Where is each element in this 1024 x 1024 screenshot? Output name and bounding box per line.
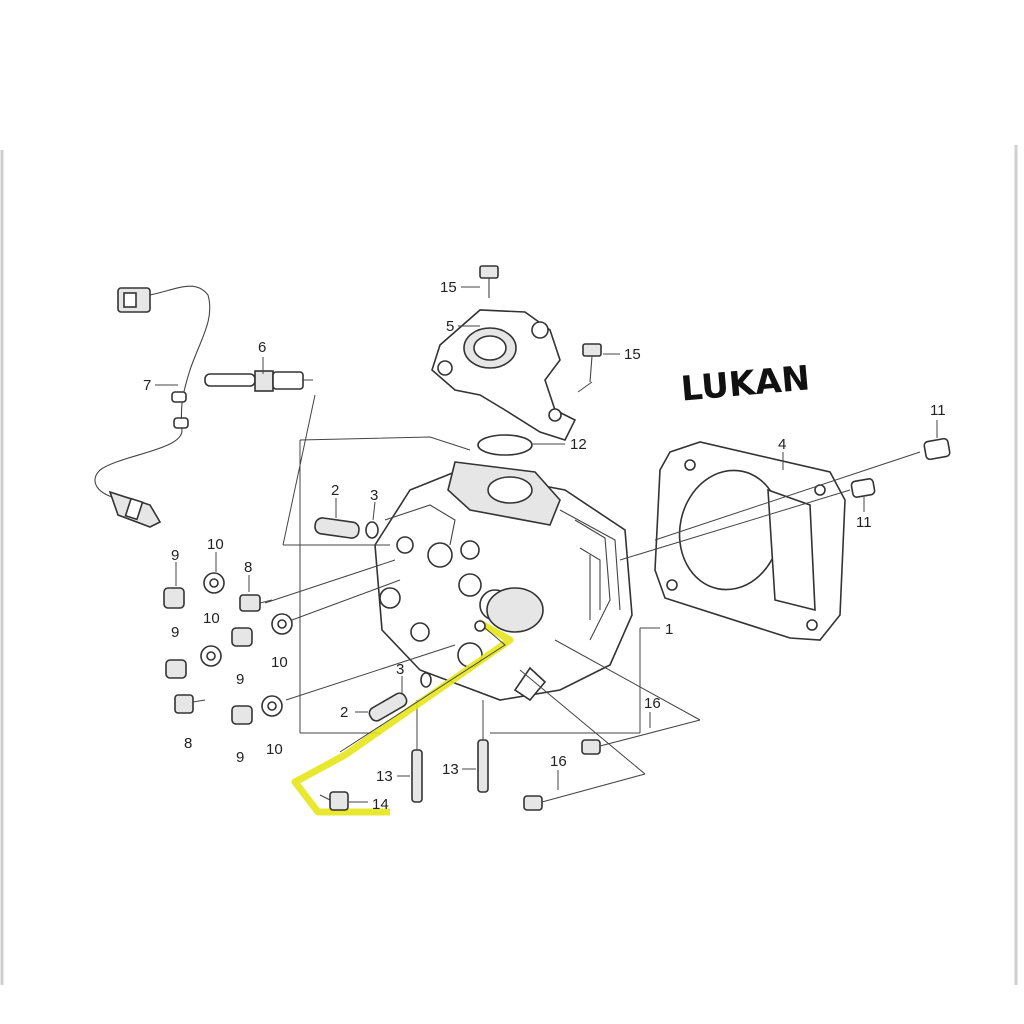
bolt-14 xyxy=(319,791,349,811)
callout-14: 14 xyxy=(372,796,389,813)
callout-9-a: 9 xyxy=(171,547,179,564)
callout-9-c: 9 xyxy=(236,671,244,688)
callout-8-top: 8 xyxy=(244,559,252,576)
callout-5: 5 xyxy=(446,318,454,335)
assembly-bracket xyxy=(299,436,660,734)
dowel-pin-lower xyxy=(850,478,876,498)
long-bolts-16 xyxy=(519,639,701,811)
callout-13-right: 13 xyxy=(442,761,459,778)
callout-15-right: 15 xyxy=(624,346,641,363)
callout-15-top: 15 xyxy=(440,279,457,296)
valve-guide-upper xyxy=(314,517,360,539)
fasteners-left xyxy=(163,559,456,725)
callout-7: 7 xyxy=(143,377,151,394)
callout-4: 4 xyxy=(778,436,786,453)
callout-10-a: 10 xyxy=(207,536,224,553)
callout-2-top: 2 xyxy=(331,482,339,499)
callout-1: 1 xyxy=(665,621,673,638)
callout-8-bottom: 8 xyxy=(184,735,192,752)
callout-10-b: 10 xyxy=(203,610,220,627)
oxygen-sensor xyxy=(94,285,211,528)
brand-label: LUKAN xyxy=(679,358,811,409)
callout-6: 6 xyxy=(258,339,266,356)
callout-13-left: 13 xyxy=(376,768,393,785)
bolt-14-hole-marker xyxy=(474,620,486,632)
callout-leaders xyxy=(155,286,938,803)
callout-11-bottom: 11 xyxy=(856,514,872,531)
callout-11-top: 11 xyxy=(930,402,946,419)
callout-10-c: 10 xyxy=(271,654,288,671)
callout-16-lower: 16 xyxy=(550,753,567,770)
callout-numbers: 15 5 15 6 7 12 4 11 11 2 3 1 10 9 8 9 10… xyxy=(143,279,946,813)
dowel-pin-upper xyxy=(923,437,951,461)
callout-3-top: 3 xyxy=(370,487,378,504)
stud-right xyxy=(477,739,489,793)
callout-9-d: 9 xyxy=(236,749,244,766)
intake-manifold xyxy=(431,309,577,441)
callout-12: 12 xyxy=(570,436,587,453)
guide-clip-upper xyxy=(365,521,379,539)
callout-3-bottom: 3 xyxy=(396,661,404,678)
callout-2-bottom: 2 xyxy=(340,704,348,721)
guide-clip-lower xyxy=(420,672,432,688)
callout-10-d: 10 xyxy=(266,741,283,758)
bolts-15 xyxy=(479,265,602,393)
stud-left xyxy=(411,749,423,803)
o-ring-gasket xyxy=(477,434,533,456)
callout-9-b: 9 xyxy=(171,624,179,641)
spark-plug xyxy=(204,370,313,392)
valve-guide-lower xyxy=(368,692,408,722)
callout-16-upper: 16 xyxy=(644,695,661,712)
cylinder-head xyxy=(374,461,633,702)
head-gasket xyxy=(654,441,846,641)
highlight-path xyxy=(291,618,514,816)
